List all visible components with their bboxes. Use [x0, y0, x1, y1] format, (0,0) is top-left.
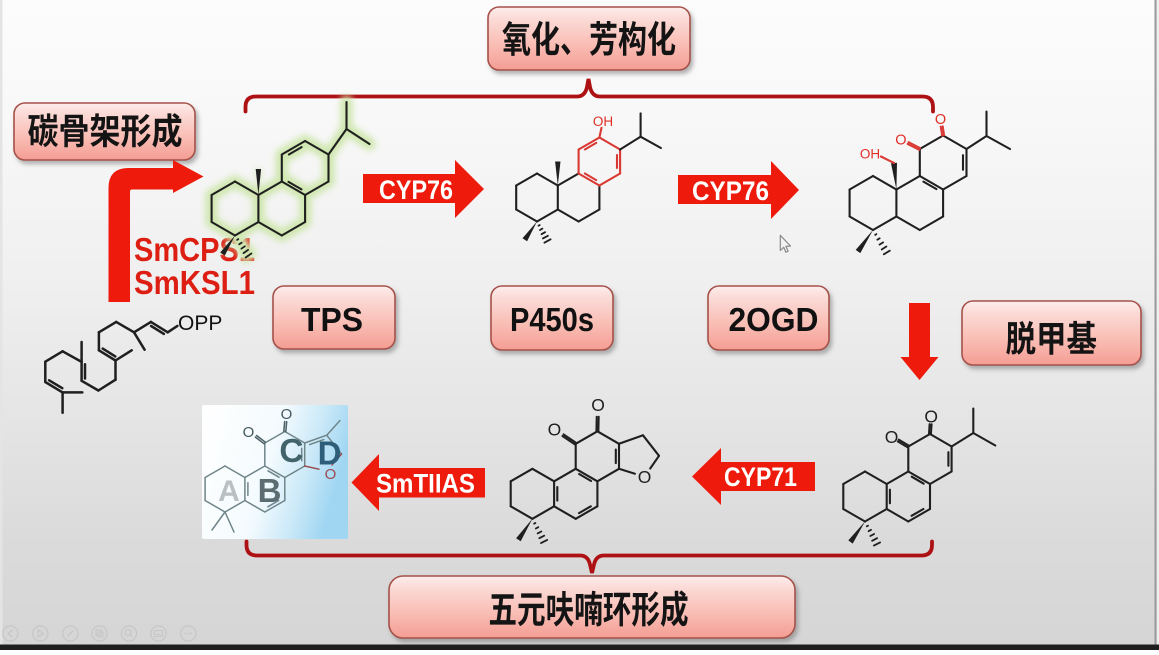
- svg-text:CYP76: CYP76: [379, 175, 453, 205]
- svg-text:A: A: [218, 475, 240, 508]
- svg-text:O: O: [638, 467, 652, 487]
- svg-text:D: D: [318, 435, 342, 472]
- svg-text:O: O: [895, 133, 906, 149]
- svg-text:B: B: [258, 472, 282, 509]
- svg-text:CYP71: CYP71: [724, 462, 797, 492]
- svg-text:SmTIIAS: SmTIIAS: [376, 469, 475, 499]
- svg-text:OPP: OPP: [178, 312, 222, 335]
- svg-text:OH: OH: [860, 146, 880, 161]
- svg-text:SmKSL1: SmKSL1: [134, 264, 255, 301]
- svg-text:O: O: [591, 395, 605, 415]
- svg-text:O: O: [924, 407, 938, 427]
- svg-text:O: O: [548, 420, 562, 440]
- svg-text:C: C: [279, 433, 303, 470]
- svg-text:2OGD: 2OGD: [729, 302, 819, 339]
- svg-text:TPS: TPS: [301, 302, 363, 339]
- svg-text:O: O: [281, 406, 293, 423]
- svg-text:CYP76: CYP76: [692, 176, 769, 206]
- svg-text:O: O: [885, 427, 899, 447]
- svg-text:OH: OH: [593, 114, 613, 129]
- svg-text:O: O: [935, 112, 946, 128]
- svg-text:P450s: P450s: [510, 302, 594, 339]
- svg-text:O: O: [243, 424, 255, 441]
